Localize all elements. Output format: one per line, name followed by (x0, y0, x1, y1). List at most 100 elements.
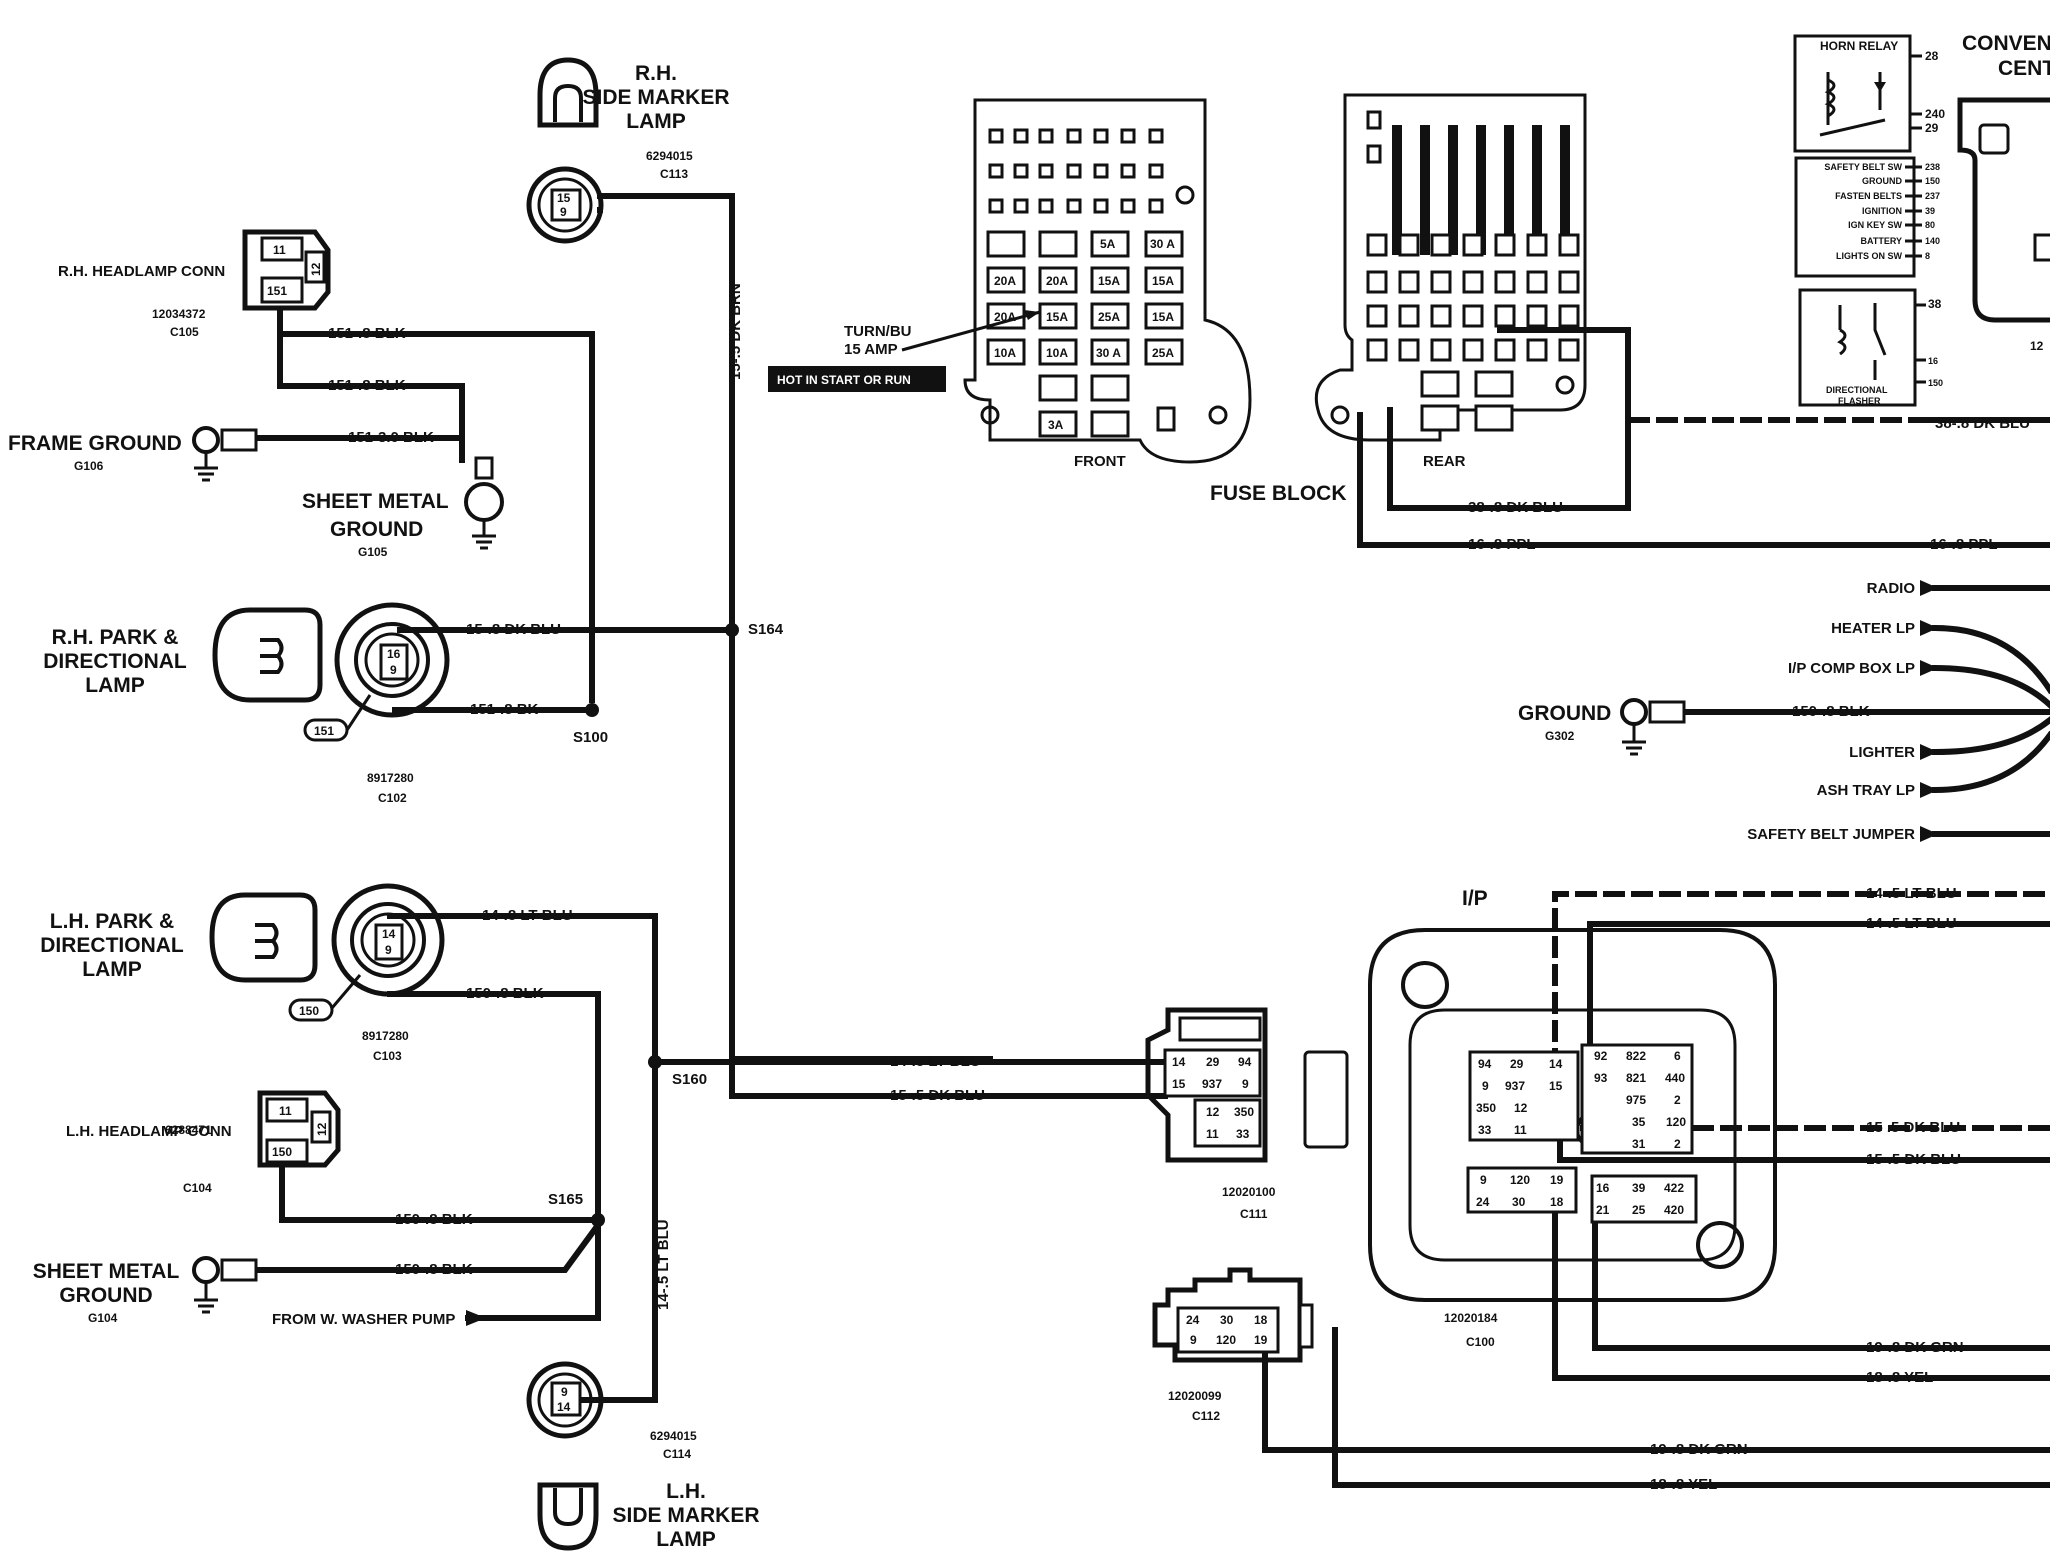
safety-label-2: FASTEN BELTS (1835, 191, 1902, 201)
c112-r1-b: 30 (1220, 1313, 1234, 1327)
safety-pin-4: 80 (1925, 220, 1935, 230)
wire-c112-18 (1332, 1327, 2050, 1488)
ip-input-safety-arrow-icon (1920, 826, 1938, 842)
sheet-metal-ground-rh-id: G105 (358, 545, 388, 559)
lh-side-marker-line3: LAMP (656, 1528, 716, 1551)
rh-side-marker-line2: SIDE MARKER (582, 86, 729, 109)
lh-park-line2: DIRECTIONAL (40, 934, 184, 957)
safety-label-1: GROUND (1862, 176, 1902, 186)
turn-note: TURN/BU 15 AMP HOT IN START OR RUN (768, 310, 1041, 392)
lh-side-marker-line2: SIDE MARKER (612, 1504, 759, 1527)
wire-ip-18 (1552, 1192, 2050, 1381)
c112-part: 12020099 (1168, 1389, 1222, 1403)
c111-r2-c: 9 (1242, 1077, 1249, 1091)
lh-headlamp-conn: C104 (183, 1181, 212, 1195)
horn-relay-box (1793, 34, 1912, 153)
c111-r2-b: 937 (1202, 1077, 1222, 1091)
rh-headlamp: 11 12 151 R.H. HEADLAMP CONN 12034372 C1… (58, 229, 331, 339)
rh-park-pin-16: 16 (387, 647, 401, 661)
ip-label: I/P (1462, 887, 1488, 910)
ip-c-1-1: 30 (1512, 1195, 1526, 1209)
hot-note-box (768, 366, 946, 392)
rh-park-bulb-icon (212, 607, 323, 703)
wire-label-fuse-38: 38-.8 DK BLU (1468, 499, 1563, 516)
safety-label-3: IGNITION (1862, 206, 1902, 216)
horn-relay-pin-29: 29 (1925, 121, 1939, 135)
wire-lh-150 (387, 991, 601, 1223)
fuse-row3-d: 25A (1152, 346, 1174, 360)
wire-label-park-15: 15-.8 DK BLU (466, 621, 561, 638)
frame-ground-terminal-icon (192, 426, 220, 454)
safety-pin-3: 39 (1925, 206, 1935, 216)
c111-r1-a: 14 (1172, 1055, 1186, 1069)
safety-label-6: LIGHTS ON SW (1836, 251, 1903, 261)
splices: S164 S100 S160 S165 (548, 621, 784, 1227)
frame-ground-label: FRAME GROUND (8, 432, 182, 455)
ip-b-1-1: 821 (1626, 1071, 1646, 1085)
rh-park-line3: LAMP (85, 674, 145, 697)
horn-relay-coil-icon (1824, 72, 1836, 125)
wire-ip-14b (1587, 921, 2050, 1068)
sheet-metal-ground-lh-id: G104 (88, 1311, 118, 1325)
wire-label-park-151: 151-.8 BK (470, 701, 539, 718)
ip-a-0-0: 94 (1478, 1057, 1492, 1071)
safety-block: SAFETY BELT SW GROUND FASTEN BELTS IGNIT… (1794, 156, 1940, 278)
convenience-line1: CONVEN (1962, 32, 2050, 55)
lh-park-socket-icon (331, 883, 445, 997)
c111-conn: C111 (1240, 1207, 1268, 1221)
convenience-center: CONVEN CENT (1957, 32, 2050, 323)
splice-s160-dot (648, 1055, 662, 1069)
fuse-row1-a: 20A (994, 274, 1016, 288)
wire-lh-15-5 (729, 1056, 1168, 1099)
ip-b-4-1: 31 (1632, 1137, 1646, 1151)
ip-b-1-0: 93 (1594, 1071, 1608, 1085)
wire-lh-14 (387, 913, 658, 1403)
lh-side-marker-bulb-icon (537, 1482, 599, 1551)
ip-input-radio-arrow-icon (1920, 580, 1938, 596)
rh-side-marker: R.H. SIDE MARKER LAMP 15 9 6294015 C113 (526, 57, 730, 244)
ip-input-radio: RADIO (1867, 580, 1916, 597)
fuse-row3-c: 30 A (1096, 346, 1121, 360)
rh-side-marker-socket-icon (526, 166, 604, 244)
wire-label-ip-14b: 14-.5 LT BLU (1866, 915, 1957, 932)
wire-rh-151-b (277, 331, 465, 463)
ip-b-3-1: 35 (1632, 1115, 1646, 1129)
c112-conn: C112 (1192, 1409, 1220, 1423)
c112-r2-a: 9 (1190, 1333, 1197, 1347)
rh-park-line2: DIRECTIONAL (43, 650, 187, 673)
wire-label-right-38: 38-.8 DK BLU (1935, 415, 2030, 432)
flasher-right-num: 12 (2030, 339, 2044, 353)
flasher-line1: DIRECTIONAL (1826, 385, 1888, 395)
c112-r2-b: 120 (1216, 1333, 1236, 1347)
sheet-metal-ground-lh-line2: GROUND (59, 1284, 152, 1307)
c112-r2-c: 19 (1254, 1333, 1268, 1347)
fuse-30a-top: 30 A (1150, 237, 1175, 251)
turn-note-line1: TURN/BU (844, 323, 912, 340)
splice-s164-dot (725, 623, 739, 637)
horn-relay: HORN RELAY 28 240 29 (1793, 34, 1945, 153)
wire-ip-ash (1931, 730, 2050, 794)
frame-ground-symbol-icon (194, 452, 218, 482)
wire-fuse-16 (1357, 412, 2050, 548)
wire-label-rh-151-b: 151-.8 BLK (328, 377, 406, 394)
ip-input-lighter: LIGHTER (1849, 744, 1915, 761)
washer-pump-arrow-icon (466, 1310, 486, 1326)
wire-lh-sheet-150 (247, 1220, 603, 1273)
ip-a-3-1: 11 (1514, 1123, 1527, 1137)
rh-headlamp-pin-11: 11 (273, 243, 286, 257)
ip-a-2-1: 12 (1514, 1101, 1528, 1115)
ip-a-0-2: 14 (1549, 1057, 1563, 1071)
lh-side-marker-line1: L.H. (666, 1480, 706, 1503)
ip-b-0-0: 92 (1594, 1049, 1608, 1063)
hot-note: HOT IN START OR RUN (777, 373, 911, 387)
directional-flasher-switch-icon (1837, 303, 1887, 380)
lh-headlamp-pin-150: 150 (272, 1145, 292, 1159)
ip-b-2-1: 975 (1626, 1093, 1646, 1107)
safety-pin-5: 140 (1925, 236, 1940, 246)
rh-headlamp-label: R.H. HEADLAMP CONN (58, 263, 225, 280)
rh-park-pin-9: 9 (390, 663, 397, 677)
ip-outline (1368, 928, 1777, 1302)
safety-pin-6: 8 (1925, 251, 1930, 261)
horn-relay-pin-28: 28 (1925, 49, 1939, 63)
